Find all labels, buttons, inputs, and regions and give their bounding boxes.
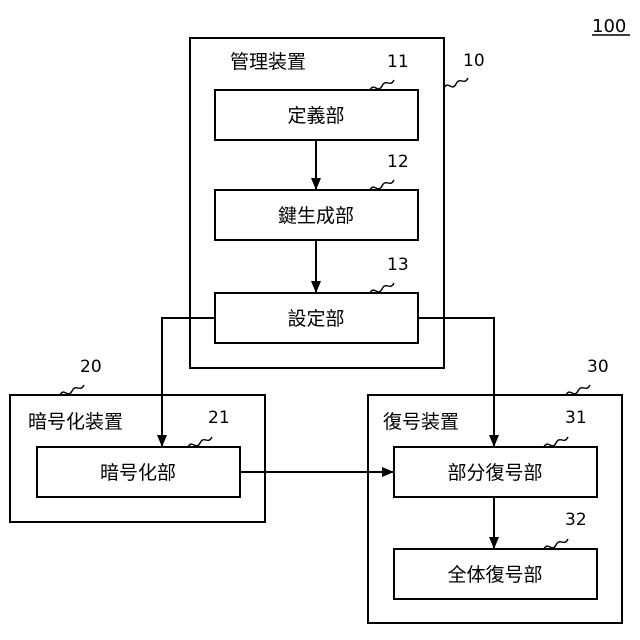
management-device-title: 管理装置	[230, 51, 306, 73]
decryption-device-ref: 30	[587, 357, 609, 377]
encryption-unit-label: 暗号化部	[100, 462, 176, 484]
encryption-device-title: 暗号化装置	[28, 411, 123, 433]
definition-unit-label: 定義部	[287, 105, 344, 127]
setting-unit-ref: 13	[387, 255, 409, 275]
full-decryption-unit-ref: 32	[565, 510, 587, 530]
key-generation-unit-label: 鍵生成部	[278, 205, 354, 227]
figure-ref: 100	[592, 16, 626, 37]
decryption-device-ref-leader	[566, 385, 590, 395]
encryption-device-ref: 20	[80, 357, 102, 377]
encryption-device-ref-leader	[60, 385, 84, 395]
partial-decryption-unit-label: 部分復号部	[447, 462, 542, 484]
partial-decryption-unit-ref: 31	[565, 408, 587, 428]
full-decryption-unit-label: 全体復号部	[447, 564, 542, 586]
key-generation-unit-ref: 12	[387, 152, 409, 172]
management-device-ref: 10	[463, 51, 485, 71]
management-device-ref-leader	[444, 78, 468, 88]
definition-unit-ref: 11	[387, 52, 409, 72]
setting-unit-label: 設定部	[287, 308, 344, 330]
decryption-device-title: 復号装置	[383, 411, 459, 433]
encryption-unit-ref: 21	[208, 408, 230, 428]
